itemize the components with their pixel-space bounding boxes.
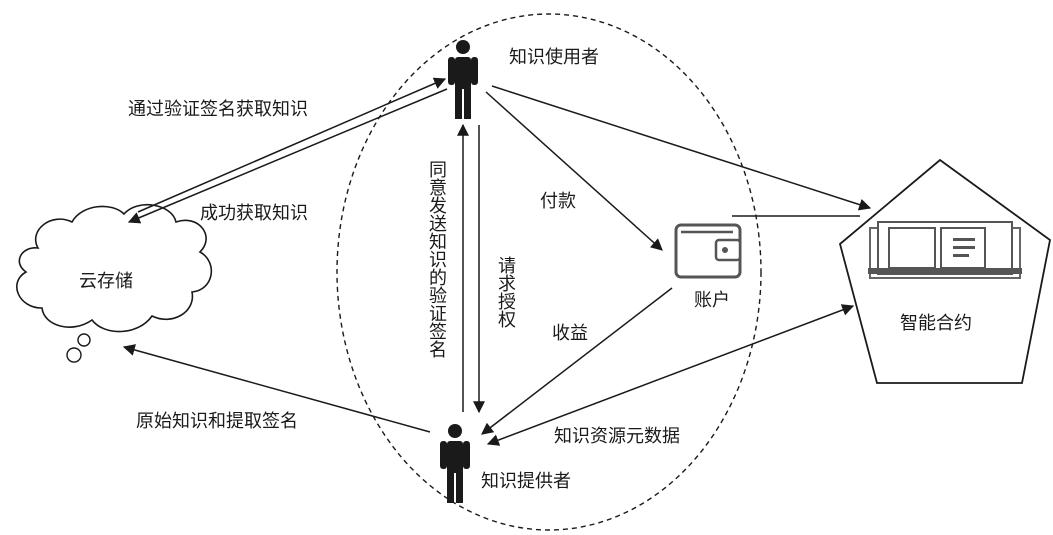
- account-label: 账户: [694, 290, 730, 311]
- cloud-icon: [16, 204, 213, 363]
- knowledge-provider-person-icon: [440, 424, 470, 503]
- edge-label-success-get: 成功获取知识: [200, 203, 308, 224]
- dashed-ellipse: [336, 13, 762, 531]
- wallet-icon: [674, 223, 742, 279]
- knowledge-user-person-icon: [448, 40, 478, 119]
- smart-contract-label: 智能合约: [900, 313, 972, 334]
- arrow-provider-contract-bidirectional: [486, 304, 855, 446]
- knowledge-user-label: 知识使用者: [509, 47, 599, 68]
- edge-label-agree-send-signature: 同意发送知识的验证签名: [426, 160, 447, 358]
- arrow-user-to-contract: [491, 85, 872, 211]
- arrow-user-to-cloud: [127, 88, 448, 224]
- cloud-storage-label: 云存储: [79, 271, 133, 292]
- edge-label-income: 收益: [552, 323, 588, 344]
- edge-label-original-and-signature: 原始知识和提取签名: [136, 411, 298, 432]
- arrow-user-to-account: [485, 91, 663, 251]
- edge-label-metadata: 知识资源元数据: [554, 426, 680, 447]
- edge-label-pay: 付款: [540, 191, 576, 212]
- contract-book-icon: [868, 221, 1022, 279]
- arrow-provider-to-cloud: [122, 344, 431, 433]
- arrow-cloud-to-user: [137, 77, 447, 213]
- edge-label-request-auth: 请求授权: [495, 256, 516, 328]
- edge-label-get-by-signature: 通过验证签名获取知识: [128, 99, 308, 120]
- knowledge-provider-label: 知识提供者: [481, 471, 571, 492]
